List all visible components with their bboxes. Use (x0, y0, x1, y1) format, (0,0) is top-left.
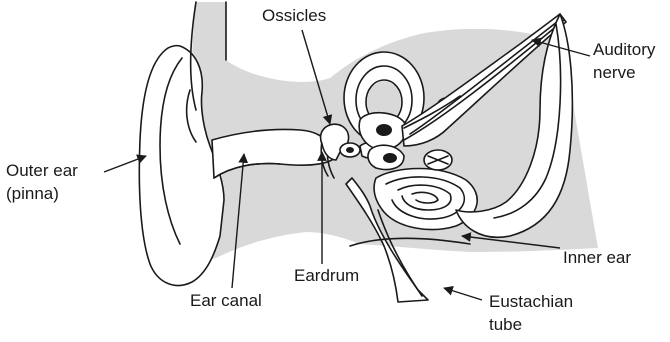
eustachian-tube-leader (444, 288, 482, 300)
eustachian-tube-label-line2: tube (489, 315, 522, 334)
auditory-nerve-label-line1: Auditory (593, 40, 656, 59)
outer-ear-label-line1: Outer ear (6, 161, 78, 180)
eustachian-tube-label-line1: Eustachian (489, 292, 573, 311)
ear-canal-label: Ear canal (190, 291, 262, 310)
outer-ear-label-line2: (pinna) (6, 184, 59, 203)
auditory-nerve-label-line2: nerve (593, 63, 636, 82)
ossicles-label: Ossicles (262, 6, 326, 25)
eardrum-label: Eardrum (294, 266, 359, 285)
inner-ear-label: Inner ear (563, 248, 631, 267)
